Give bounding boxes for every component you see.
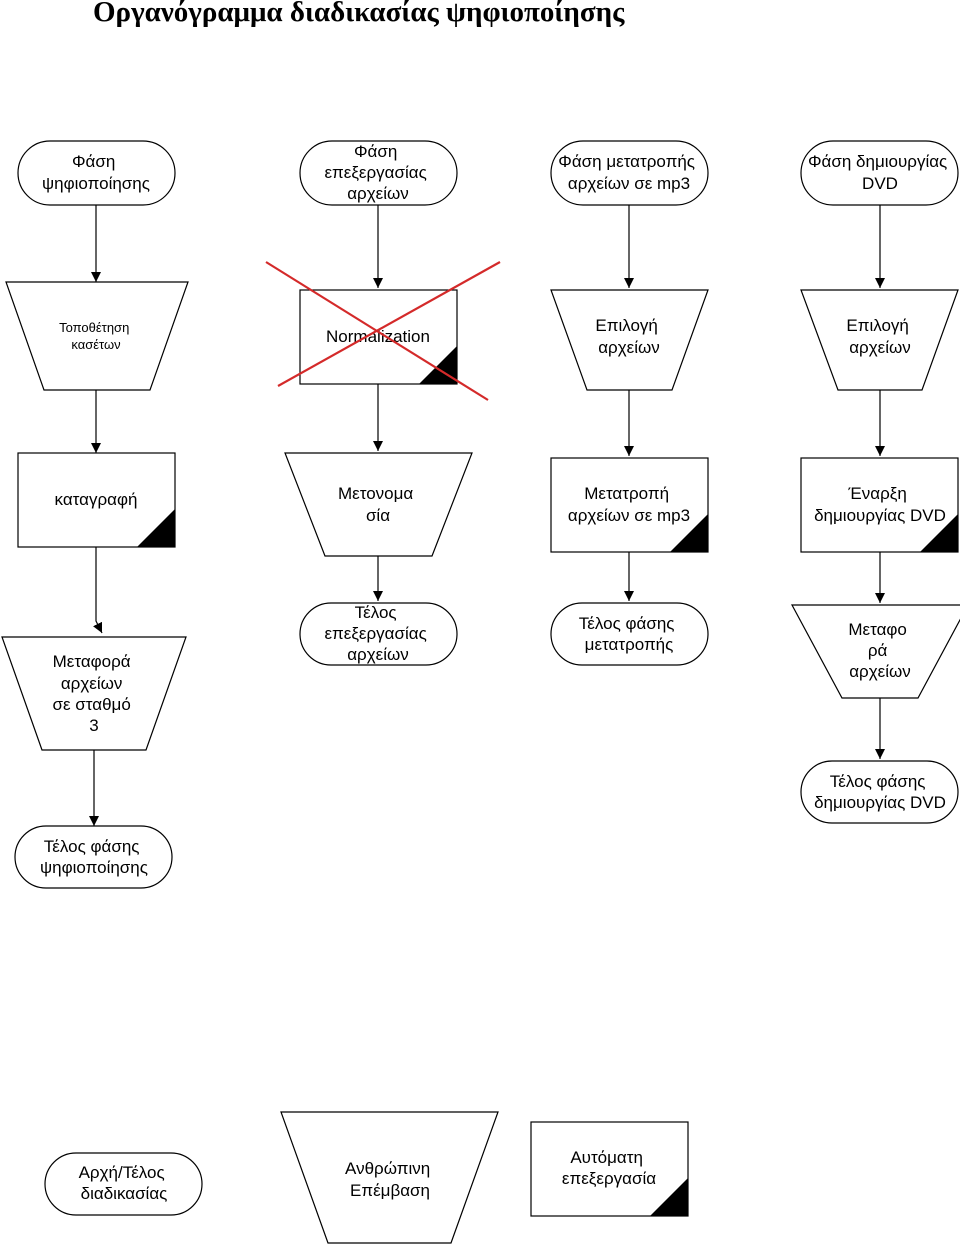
cancelled-cross-mark xyxy=(265,261,501,401)
svg-text:Αυτόματη επεξεργασία: Αυτόματη επεξεργασία xyxy=(562,1148,656,1188)
svg-text:Μεταφορά αρχείων σ: Μεταφορά αρχείων σε σταθμό 3 xyxy=(52,652,135,735)
svg-text:Έναρξη δημιουργίας DVD: Έναρξη δημιουργίας DVD xyxy=(814,484,946,525)
node-renaming: Μετονομα σία xyxy=(284,452,473,557)
svg-text:Φάση μετατροπής αρχείων: Φάση μετατροπής αρχείων σε mp3 xyxy=(558,152,699,193)
svg-text:Φάση ψηφιοποίησης: Φάση ψηφιοποίησης xyxy=(42,152,150,193)
page-title: Οργανόγραμμα διαδικασίας ψηφιοποίησης xyxy=(93,0,625,28)
svg-text:Μεταφο ρά αρχείων: Μεταφο ρά αρχείων xyxy=(848,620,911,681)
svg-text:Τέλος φάσης μετατροπής: Τέλος φάσης μετατροπής xyxy=(579,614,679,654)
connectors xyxy=(89,205,885,826)
node-transfer-files: Μεταφο ρά αρχείων xyxy=(790,604,960,699)
node-end-conversion: Τέλος φάσης μετατροπής xyxy=(550,602,709,666)
arrow-connector xyxy=(93,547,103,634)
node-start-digitization: Φάση ψηφιοποίησης xyxy=(17,140,176,206)
node-convert-mp3: Μετατροπή αρχείων σε mp3 xyxy=(550,457,709,553)
node-end-digitization: Τέλος φάσης ψηφιοποίησης xyxy=(14,825,173,889)
svg-text:Επιλογή αρχείων: Επιλογή αρχείων xyxy=(595,316,662,357)
svg-text:Φάση επεξεργασίας: Φάση επεξεργασίας αρχείων xyxy=(324,142,431,203)
node-select-files-mp3: Επιλογή αρχείων xyxy=(550,289,709,391)
node-start-dvd: Φάση δημιουργίας DVD xyxy=(800,140,959,206)
legend-automatic: Αυτόματη επεξεργασία xyxy=(530,1121,689,1217)
legend-manual: Ανθρώπινη Επέμβαση xyxy=(280,1111,499,1244)
node-end-dvd: Τέλος φάσης δημιουργίας DVD xyxy=(800,760,959,824)
svg-text:Τέλος επεξεργασίας: Τέλος επεξεργασίας αρχείων xyxy=(324,603,431,664)
svg-text:Αρχή/Τέλος διαδικασίας: Αρχή/Τέλος διαδικασίας xyxy=(79,1163,170,1203)
legend-start-end: Αρχή/Τέλος διαδικασίας xyxy=(44,1152,203,1216)
node-tape-placement: Τοποθέτηση κασέτων xyxy=(5,281,189,391)
node-end-processing: Τέλος επεξεργασίας αρχείων xyxy=(299,602,458,666)
svg-text:καταγραφή: καταγραφή xyxy=(55,490,138,509)
svg-text:Normalization: Normalization xyxy=(326,327,430,346)
svg-text:Μετατροπή αρχείων σε mp3: Μετατροπή αρχείων σε mp3 xyxy=(568,484,690,525)
node-normalization: Normalization xyxy=(299,289,458,385)
legend: Αρχή/Τέλος διαδικασίας Ανθρώπινη Επέμβασ… xyxy=(44,1111,689,1244)
node-dvd-creation-start: Έναρξη δημιουργίας DVD xyxy=(800,457,959,553)
node-start-processing: Φάση επεξεργασίας αρχείων xyxy=(299,140,458,206)
svg-text:Ανθρώπινη Επέμβαση: Ανθρώπινη Επέμβαση xyxy=(345,1159,435,1200)
svg-text:Φάση δημιουργίας DVD: Φάση δημιουργίας DVD xyxy=(808,152,952,193)
svg-text:Τοποθέτηση κασέτων: Τοποθέτηση κασέτων xyxy=(59,320,133,352)
svg-text:Τέλος φάσης δημιουργίας: Τέλος φάσης δημιουργίας DVD xyxy=(814,772,946,812)
node-select-files-dvd: Επιλογή αρχείων xyxy=(800,289,959,391)
node-start-mp3: Φάση μετατροπής αρχείων σε mp3 xyxy=(550,140,709,206)
svg-text:Τέλος φάσης ψηφιοποίησης: Τέλος φάσης ψηφιοποίησης xyxy=(40,837,148,877)
node-recording: καταγραφή xyxy=(17,452,176,548)
svg-text:Επιλογή αρχείων: Επιλογή αρχείων xyxy=(846,316,913,357)
svg-text:Μετονομα σία: Μετονομα σία xyxy=(338,484,418,525)
node-transfer-station: Μεταφορά αρχείων σε σταθμό 3 xyxy=(1,636,187,751)
